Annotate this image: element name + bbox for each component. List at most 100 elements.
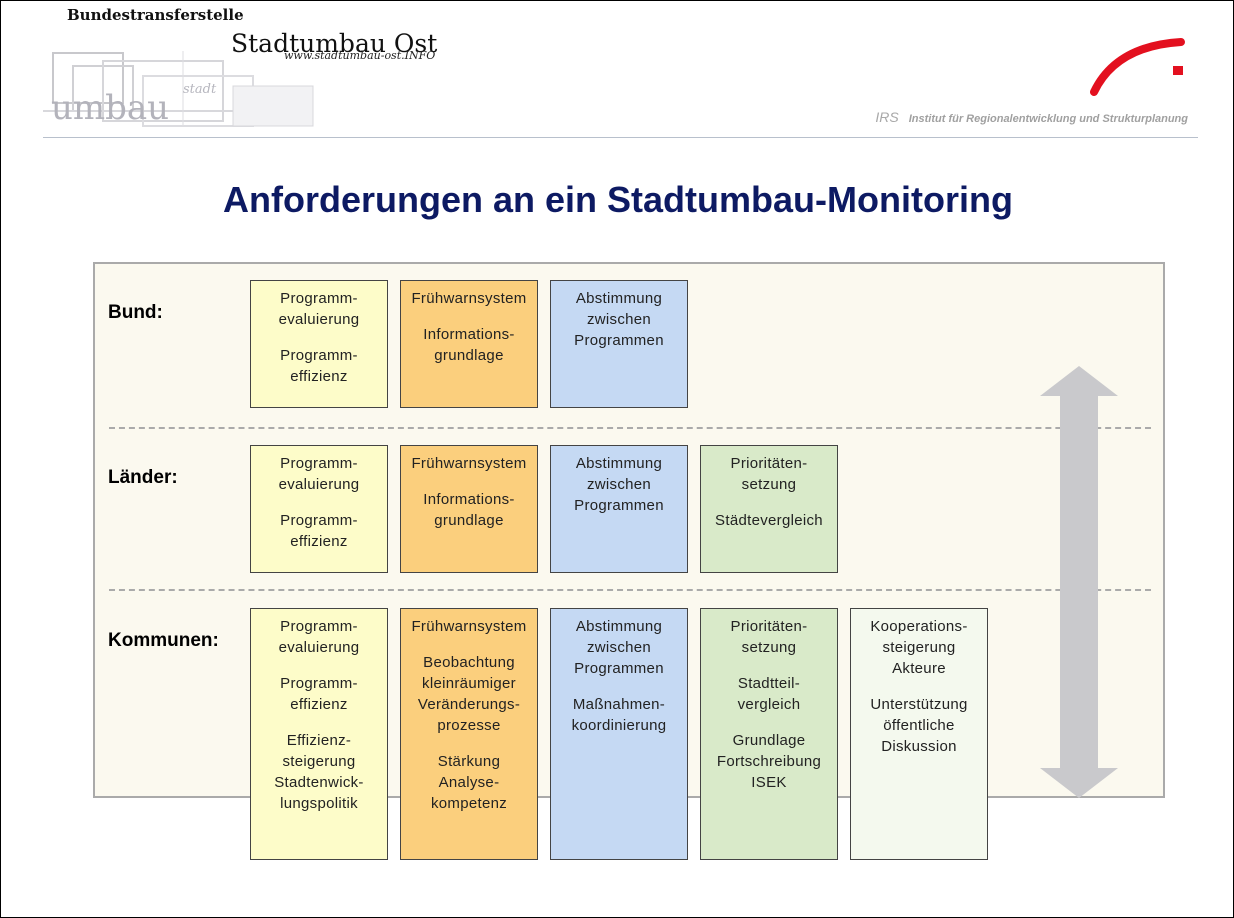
box-text-line: evaluierung bbox=[278, 639, 360, 656]
box-text-line: Prioritäten- bbox=[730, 455, 808, 472]
irs-arc-logo-icon bbox=[1090, 38, 1185, 96]
box-text-line: Analyse- bbox=[438, 774, 500, 791]
box-text-line: zwischen bbox=[586, 311, 652, 328]
box-text-line: Unterstützung bbox=[870, 696, 968, 713]
line-gap bbox=[401, 309, 537, 324]
box-text-line: Beobachtung bbox=[423, 654, 515, 671]
box-text-line: Programmen bbox=[574, 660, 664, 677]
box-text-line: Frühwarnsystem bbox=[411, 455, 527, 472]
box-text-line: setzung bbox=[741, 639, 797, 656]
header-divider bbox=[43, 137, 1198, 138]
box-text-line: zwischen bbox=[586, 476, 652, 493]
stadtumbau-logo-icon: umbau stadt bbox=[43, 51, 314, 128]
box-text-line: effizienz bbox=[290, 368, 348, 385]
row-label-kommunen: Kommunen: bbox=[108, 630, 219, 651]
box-text-line: Programm- bbox=[280, 347, 358, 364]
line-gap bbox=[401, 474, 537, 489]
box-text-line: Veränderungs- bbox=[417, 696, 521, 713]
box-text-line: öffentliche bbox=[883, 717, 955, 734]
box-text-line: Informations- bbox=[423, 491, 515, 508]
box-text-line: Diskussion bbox=[881, 738, 957, 755]
box-text-line: Stadtteil- bbox=[737, 675, 801, 692]
box-text-line: evaluierung bbox=[278, 476, 360, 493]
box-text-line: steigerung bbox=[882, 639, 956, 656]
line-gap bbox=[251, 715, 387, 730]
row-divider bbox=[109, 589, 1151, 591]
irs-name: Institut für Regionalentwicklung und Str… bbox=[908, 113, 1188, 125]
svg-text:stadt: stadt bbox=[183, 82, 217, 97]
box-text-line: Frühwarnsystem bbox=[411, 618, 527, 635]
line-gap bbox=[701, 658, 837, 673]
irs-logo bbox=[1086, 36, 1196, 96]
box-text-line: Grundlage bbox=[732, 732, 806, 749]
box-text-line: kompetenz bbox=[430, 795, 508, 812]
box-text-line: Stärkung bbox=[437, 753, 501, 770]
box-text-line: grundlage bbox=[434, 512, 504, 529]
box-text-line: setzung bbox=[741, 476, 797, 493]
box-text-line: vergleich bbox=[737, 696, 801, 713]
box-text-line: Frühwarnsystem bbox=[411, 290, 527, 307]
line-gap bbox=[401, 736, 537, 751]
box-text-line: Programmen bbox=[574, 497, 664, 514]
box-text-line: evaluierung bbox=[278, 311, 360, 328]
row-divider bbox=[109, 427, 1151, 429]
stadtumbau-logo: umbau stadt bbox=[43, 41, 373, 131]
box-text-line: effizienz bbox=[290, 696, 348, 713]
box-text-line: Akteure bbox=[892, 660, 946, 677]
box-text-line: Programm- bbox=[280, 618, 358, 635]
irs-abbr: IRS bbox=[875, 109, 899, 125]
brand-top-label: Bundestransferstelle bbox=[67, 6, 244, 24]
box-text-line: koordinierung bbox=[571, 717, 667, 734]
line-gap bbox=[701, 715, 837, 730]
box-text-line: Fortschreibung bbox=[716, 753, 822, 770]
row-label-l-nder: Länder: bbox=[108, 467, 178, 488]
line-gap bbox=[551, 679, 687, 694]
box-text-line: Informations- bbox=[423, 326, 515, 343]
box-text-line: Effizienz- bbox=[286, 732, 352, 749]
line-gap bbox=[251, 658, 387, 673]
box-text-line: Programm- bbox=[280, 512, 358, 529]
row-label-bund: Bund: bbox=[108, 302, 163, 323]
box-text-line: Abstimmung bbox=[575, 618, 663, 635]
box-text-line: prozesse bbox=[437, 717, 501, 734]
box-text-line: kleinräumiger bbox=[422, 675, 516, 692]
line-gap bbox=[401, 637, 537, 652]
box-text-line: zwischen bbox=[586, 639, 652, 656]
box-text-line: Programmen bbox=[574, 332, 664, 349]
box-text-line: Programm- bbox=[280, 290, 358, 307]
box-text-line: Städtevergleich bbox=[715, 512, 823, 529]
line-gap bbox=[701, 495, 837, 510]
box-text-line: Abstimmung bbox=[575, 455, 663, 472]
box-text-line: grundlage bbox=[434, 347, 504, 364]
box-text-line: Programm- bbox=[280, 455, 358, 472]
line-gap bbox=[251, 330, 387, 345]
svg-text:umbau: umbau bbox=[51, 88, 169, 128]
box-text-line: lungspolitik bbox=[280, 795, 358, 812]
box-text-line: Maßnahmen- bbox=[572, 696, 666, 713]
box-text-line: steigerung bbox=[282, 753, 356, 770]
box-text-line: Prioritäten- bbox=[730, 618, 808, 635]
line-gap bbox=[251, 495, 387, 510]
page-title: Anforderungen an ein Stadtumbau-Monitori… bbox=[223, 179, 1013, 220]
irs-line: IRS Institut für Regionalentwicklung und … bbox=[875, 109, 1188, 125]
box-text-line: Stadtenwick- bbox=[274, 774, 364, 791]
line-gap bbox=[851, 679, 987, 694]
box-text-line: Kooperations- bbox=[870, 618, 968, 635]
double-vertical-arrow-icon bbox=[1040, 366, 1118, 798]
brand-url: www.stadtumbau-ost.INFO bbox=[284, 49, 436, 62]
brand-title: Stadtumbau Ost bbox=[231, 29, 438, 58]
